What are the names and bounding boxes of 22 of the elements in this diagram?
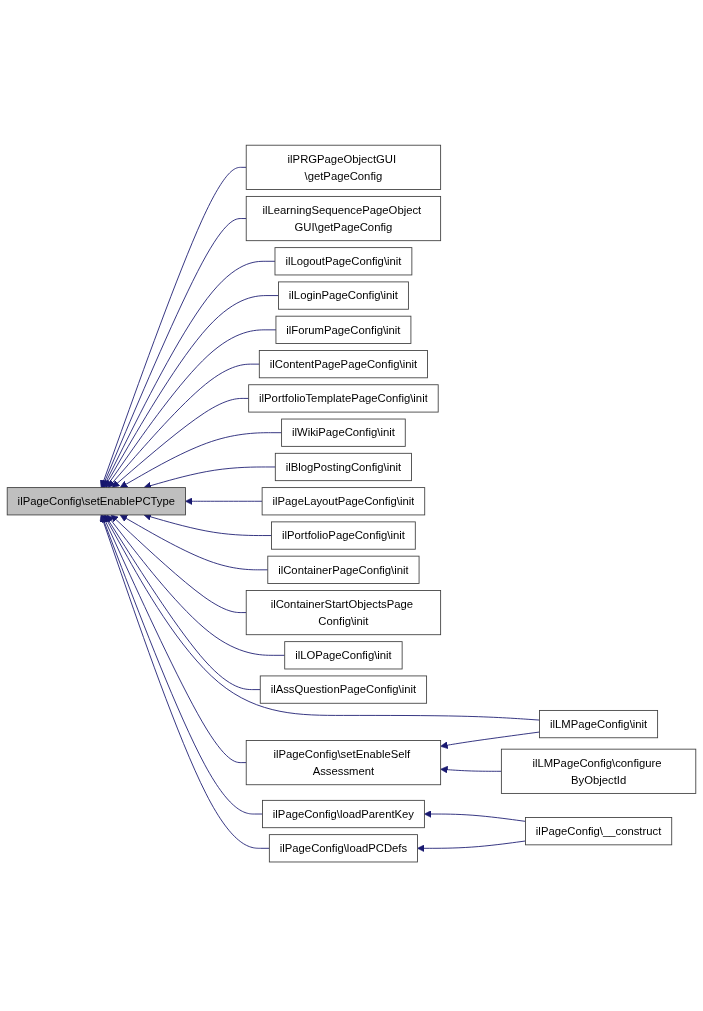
node-box: ilPageConfig\__construct xyxy=(525,816,673,846)
node-box: ilContainerPageConfig\init xyxy=(267,555,420,584)
node-box: ilPageConfig\setEnablePCType xyxy=(6,487,186,516)
node-box: ilLOPageConfig\init xyxy=(284,641,403,670)
node-box: ilPageLayoutPageConfig\init xyxy=(261,487,426,516)
node-box: ilPortfolioPageConfig\init xyxy=(271,521,416,550)
node-box: ilPageConfig\setEnableSelf Assessment xyxy=(245,739,442,786)
node-box: ilLearningSequencePageObject GUI\getPageConfig xyxy=(245,195,442,241)
node-box: ilLoginPageConfig\init xyxy=(278,281,409,310)
node-box: ilAssQuestionPageConfig\init xyxy=(259,675,428,704)
node-box: ilWikiPageConfig\init xyxy=(281,418,406,447)
node-box: ilPageConfig\loadPCDefs xyxy=(268,834,418,863)
node-box: ilPageConfig\loadParentKey xyxy=(262,799,425,829)
node-box: ilContentPagePageConfig\init xyxy=(258,349,428,379)
node-box: ilPRGPageObjectGUI \getPageConfig xyxy=(245,144,442,190)
node-box: ilLogoutPageConfig\init xyxy=(274,247,413,276)
node-box: ilPortfolioTemplatePageConfig\init xyxy=(248,384,439,413)
node-box: ilLMPageConfig\init xyxy=(539,709,659,739)
node-box: ilContainerStartObjectsPage Config\init xyxy=(245,589,442,636)
node-box: ilLMPageConfig\configure ByObjectId xyxy=(500,748,697,794)
node-box: ilForumPageConfig\init xyxy=(275,315,412,344)
node-box: ilBlogPostingConfig\init xyxy=(274,452,412,481)
